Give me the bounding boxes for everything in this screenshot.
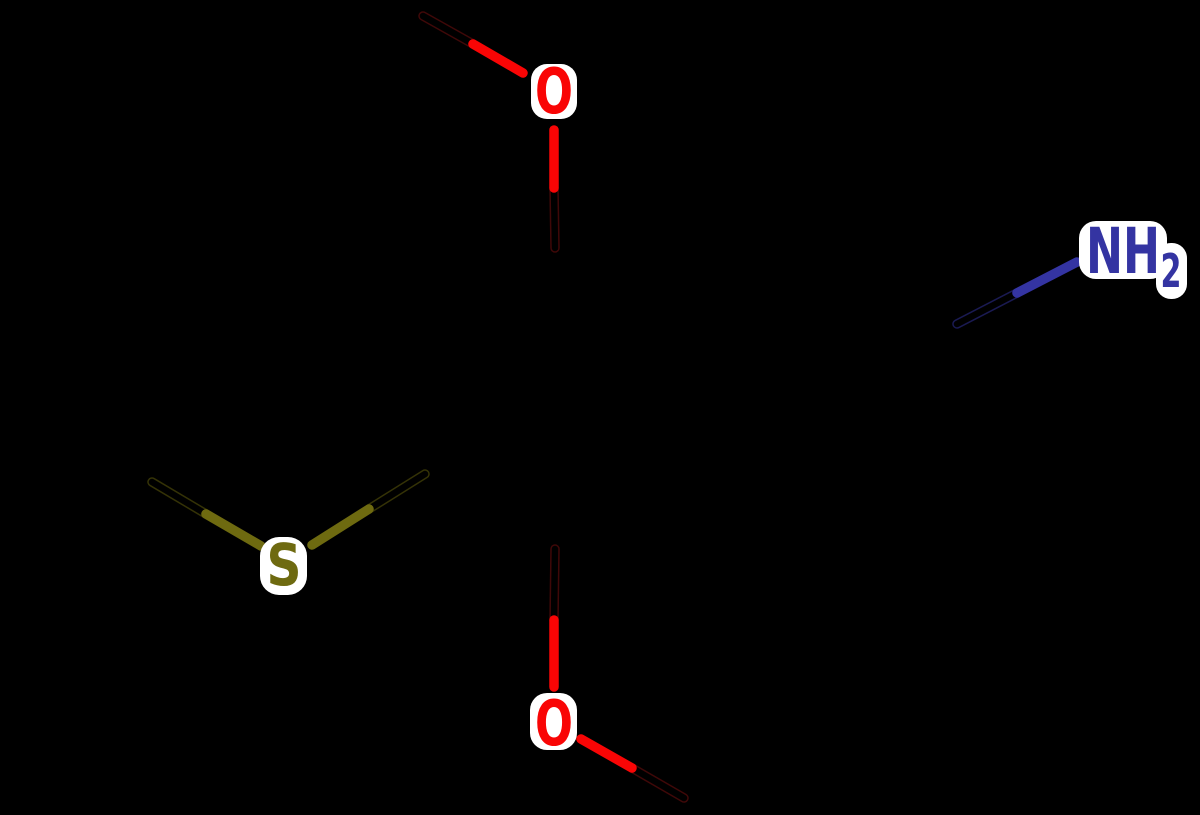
label-oxygen-top: O: [535, 55, 573, 128]
bond-c4-sulfur: [365, 470, 429, 513]
bond-c4-sulfur: [307, 504, 374, 550]
label-sulfur: S: [267, 531, 302, 599]
label-nitrogen-halo: [1079, 221, 1167, 279]
bond-ring-c5-c6: [550, 469, 692, 554]
bond-ring-c4-c5: [420, 469, 560, 554]
bond-chain-c1-ca: [682, 244, 827, 329]
bond-chain-ca-cb: [817, 244, 962, 329]
bond-ring-double-inner-3: [565, 470, 663, 529]
bond-ring-c2-c3: [420, 243, 560, 328]
bond-chain-cb-n: [953, 289, 1021, 328]
bond-sulfur-methyl: [148, 478, 210, 518]
label-oxygen-top-halo: [531, 64, 577, 119]
bond-otop-methyl: [419, 12, 477, 48]
bond-sulfur-methyl: [201, 509, 266, 551]
bond-chain-cb-n: [1012, 257, 1082, 298]
bond-obottom-methyl: [628, 764, 688, 802]
bond-c5-omethoxy-bottom: [550, 545, 559, 624]
bond-otop-methyl: [468, 39, 528, 78]
label-nitrogen-subscript-halo: [1156, 243, 1187, 299]
bond-ring-c1-c2: [550, 243, 692, 329]
label-nitrogen-subscript: 2: [1161, 244, 1182, 298]
bond-c2-omethoxy-top: [550, 184, 559, 252]
label-nitrogen: NH: [1086, 215, 1160, 288]
label-oxygen-bottom: O: [535, 687, 573, 760]
label-sulfur-halo: [260, 537, 307, 595]
bond-obottom-methyl: [576, 734, 637, 773]
label-oxygen-bottom-halo: [530, 693, 577, 750]
bond-ring-double-inner-1: [565, 268, 663, 328]
